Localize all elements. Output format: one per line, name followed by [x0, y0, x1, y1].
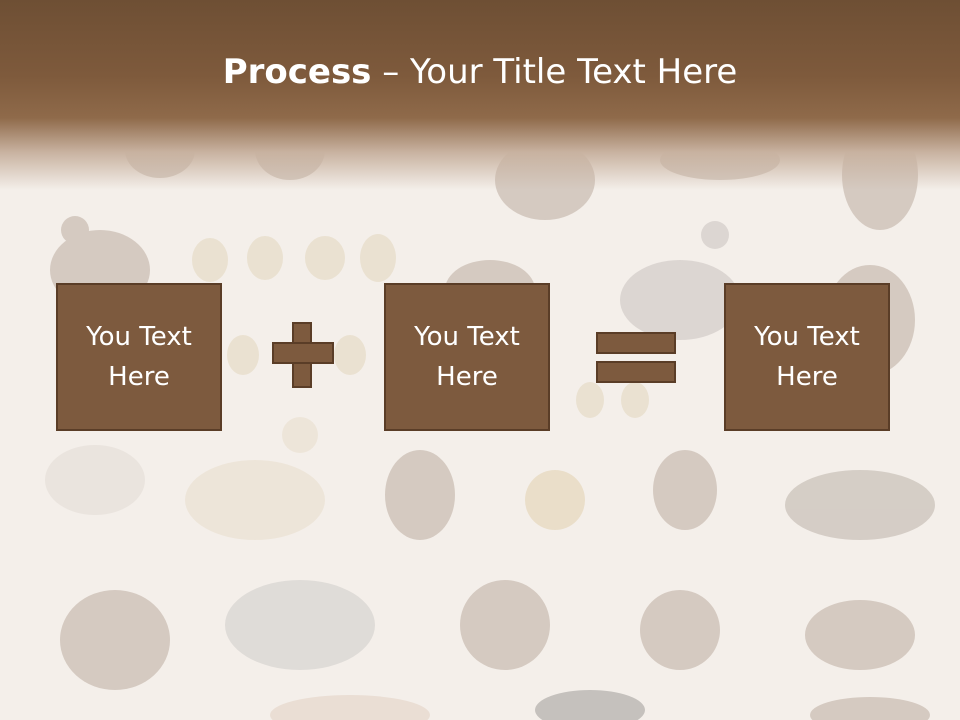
text-box-2[interactable]: You Text Here [384, 283, 550, 431]
text-box-3-content: You Text Here [737, 317, 877, 397]
title-bold: Process [222, 52, 372, 92]
slide-title: Process – Your Title Text Here [0, 52, 960, 92]
title-band [0, 0, 960, 190]
text-box-2-line1: You Text [414, 322, 520, 352]
text-box-2-line2: Here [436, 362, 498, 392]
text-box-1-line1: You Text [86, 322, 192, 352]
text-box-3[interactable]: You Text Here [724, 283, 890, 431]
text-box-2-content: You Text Here [397, 317, 537, 397]
text-box-3-line2: Here [776, 362, 838, 392]
title-rest: – Your Title Text Here [371, 52, 738, 92]
text-box-3-line1: You Text [754, 322, 860, 352]
text-box-1[interactable]: You Text Here [56, 283, 222, 431]
text-box-1-line2: Here [108, 362, 170, 392]
text-box-1-content: You Text Here [69, 317, 209, 397]
